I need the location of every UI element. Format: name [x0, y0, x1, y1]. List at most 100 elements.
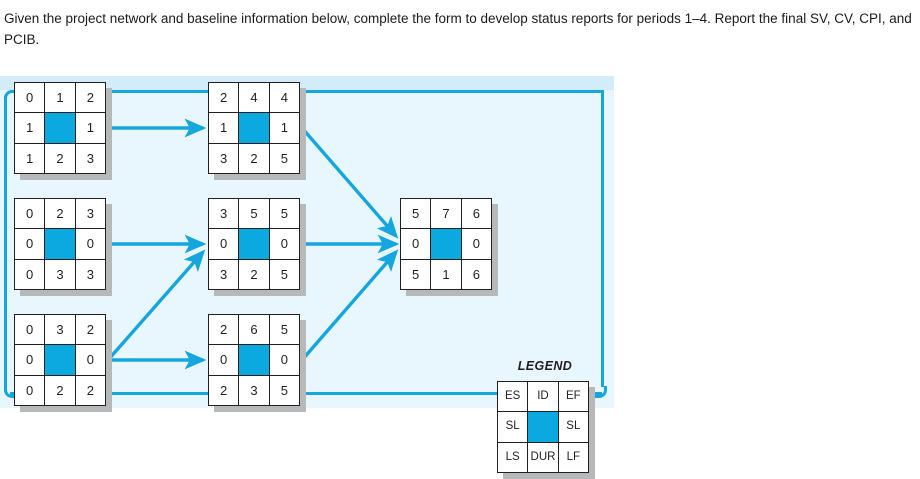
legend-lf: LF: [558, 442, 588, 472]
node-sl-left: 0: [209, 345, 239, 375]
network-node[interactable]: 3 5 5 0 0 3 2 5: [208, 198, 306, 296]
node-id: 1: [45, 83, 75, 113]
node-center-swatch: [239, 345, 269, 375]
node-ef: 2: [75, 315, 105, 345]
node-sl-left: 0: [15, 345, 45, 375]
legend-id: ID: [528, 382, 558, 412]
legend-ef: EF: [558, 382, 588, 412]
frame-line-top: [10, 90, 604, 93]
node-center-swatch: [45, 113, 75, 143]
node-sl-left: 1: [209, 113, 239, 143]
node-ls: 3: [209, 259, 239, 289]
node-es: 0: [15, 199, 45, 229]
node-grid: 0 1 2 1 1 1 2 3: [14, 82, 106, 174]
node-ls: 0: [15, 259, 45, 289]
frame-line-right: [601, 93, 604, 387]
node-ef: 6: [461, 199, 491, 229]
frame-line-bottom: [10, 392, 602, 395]
diagram-top-band: [0, 76, 614, 90]
node-sl-right: 0: [269, 229, 299, 259]
node-es: 2: [209, 83, 239, 113]
node-es: 2: [209, 315, 239, 345]
network-node[interactable]: 0 1 2 1 1 1 2 3: [14, 82, 112, 180]
legend-es: ES: [498, 382, 528, 412]
edge-3-to-5: [106, 249, 206, 362]
node-lf: 5: [269, 143, 299, 173]
node-dur: 1: [431, 259, 461, 289]
network-node[interactable]: 0 2 3 0 0 0 3 3: [14, 198, 112, 296]
node-lf: 3: [75, 143, 105, 173]
node-sl-left: 1: [15, 113, 45, 143]
network-node[interactable]: 2 6 5 0 0 2 3 5: [208, 314, 306, 412]
node-dur: 2: [45, 375, 75, 405]
node-sl-right: 1: [269, 113, 299, 143]
node-center-swatch: [431, 229, 461, 259]
frame-corner-top-left: [4, 90, 16, 102]
node-es: 5: [401, 199, 431, 229]
node-sl-right: 0: [461, 229, 491, 259]
node-grid: 2 4 4 1 1 3 2 5: [208, 82, 300, 174]
edge-6-to-7: [300, 249, 399, 362]
node-center-swatch: [45, 229, 75, 259]
node-sl-right: 0: [75, 229, 105, 259]
node-sl-right: 0: [269, 345, 299, 375]
node-ls: 2: [209, 375, 239, 405]
node-id: 5: [239, 199, 269, 229]
node-ls: 0: [15, 375, 45, 405]
node-grid: 3 5 5 0 0 3 2 5: [208, 198, 300, 290]
node-es: 3: [209, 199, 239, 229]
node-dur: 2: [45, 143, 75, 173]
node-sl-left: 0: [209, 229, 239, 259]
question-prompt: Given the project network and baseline i…: [4, 11, 912, 47]
node-grid: 0 3 2 0 0 0 2 2: [14, 314, 106, 406]
legend-dur: DUR: [528, 442, 558, 472]
node-center-swatch: [239, 229, 269, 259]
node-lf: 2: [75, 375, 105, 405]
legend-grid: ES ID EF SL SL LS DUR LF: [497, 381, 589, 473]
node-lf: 3: [75, 259, 105, 289]
legend-sl-right: SL: [558, 412, 588, 442]
legend-sl-left: SL: [498, 412, 528, 442]
node-ls: 3: [209, 143, 239, 173]
node-es: 0: [15, 83, 45, 113]
node-sl-right: 1: [75, 113, 105, 143]
node-lf: 5: [269, 375, 299, 405]
legend-box: ES ID EF SL SL LS DUR LF: [497, 381, 595, 479]
node-grid: 0 2 3 0 0 0 3 3: [14, 198, 106, 290]
node-id: 6: [239, 315, 269, 345]
node-ls: 5: [401, 259, 431, 289]
node-dur: 3: [45, 259, 75, 289]
node-id: 2: [45, 199, 75, 229]
project-network-diagram: 0 1 2 1 1 1 2 3 2 4 4 1 1 3 2 5 0: [0, 76, 614, 479]
node-grid: 2 6 5 0 0 2 3 5: [208, 314, 300, 406]
edge-4-to-7: [300, 126, 399, 239]
frame-corner-bottom-left: [4, 386, 16, 398]
node-center-swatch: [45, 345, 75, 375]
node-sl-right: 0: [75, 345, 105, 375]
node-id: 7: [431, 199, 461, 229]
network-node[interactable]: 0 3 2 0 0 0 2 2: [14, 314, 112, 412]
node-es: 0: [15, 315, 45, 345]
legend-title: LEGEND: [517, 359, 573, 373]
frame-corner-bottom-right: [595, 386, 607, 398]
node-ef: 2: [75, 83, 105, 113]
node-center-swatch: [239, 113, 269, 143]
node-dur: 3: [239, 375, 269, 405]
node-ef: 5: [269, 199, 299, 229]
node-ef: 3: [75, 199, 105, 229]
node-lf: 6: [461, 259, 491, 289]
node-id: 4: [239, 83, 269, 113]
frame-line-left: [4, 96, 7, 392]
node-sl-left: 0: [15, 229, 45, 259]
node-dur: 2: [239, 259, 269, 289]
node-grid: 5 7 6 0 0 5 1 6: [400, 198, 492, 290]
node-dur: 2: [239, 143, 269, 173]
legend-ls: LS: [498, 442, 528, 472]
node-ef: 5: [269, 315, 299, 345]
node-ls: 1: [15, 143, 45, 173]
node-id: 3: [45, 315, 75, 345]
network-node[interactable]: 2 4 4 1 1 3 2 5: [208, 82, 306, 180]
network-node[interactable]: 5 7 6 0 0 5 1 6: [400, 198, 498, 296]
node-sl-left: 0: [401, 229, 431, 259]
legend-center-swatch: [528, 412, 558, 442]
